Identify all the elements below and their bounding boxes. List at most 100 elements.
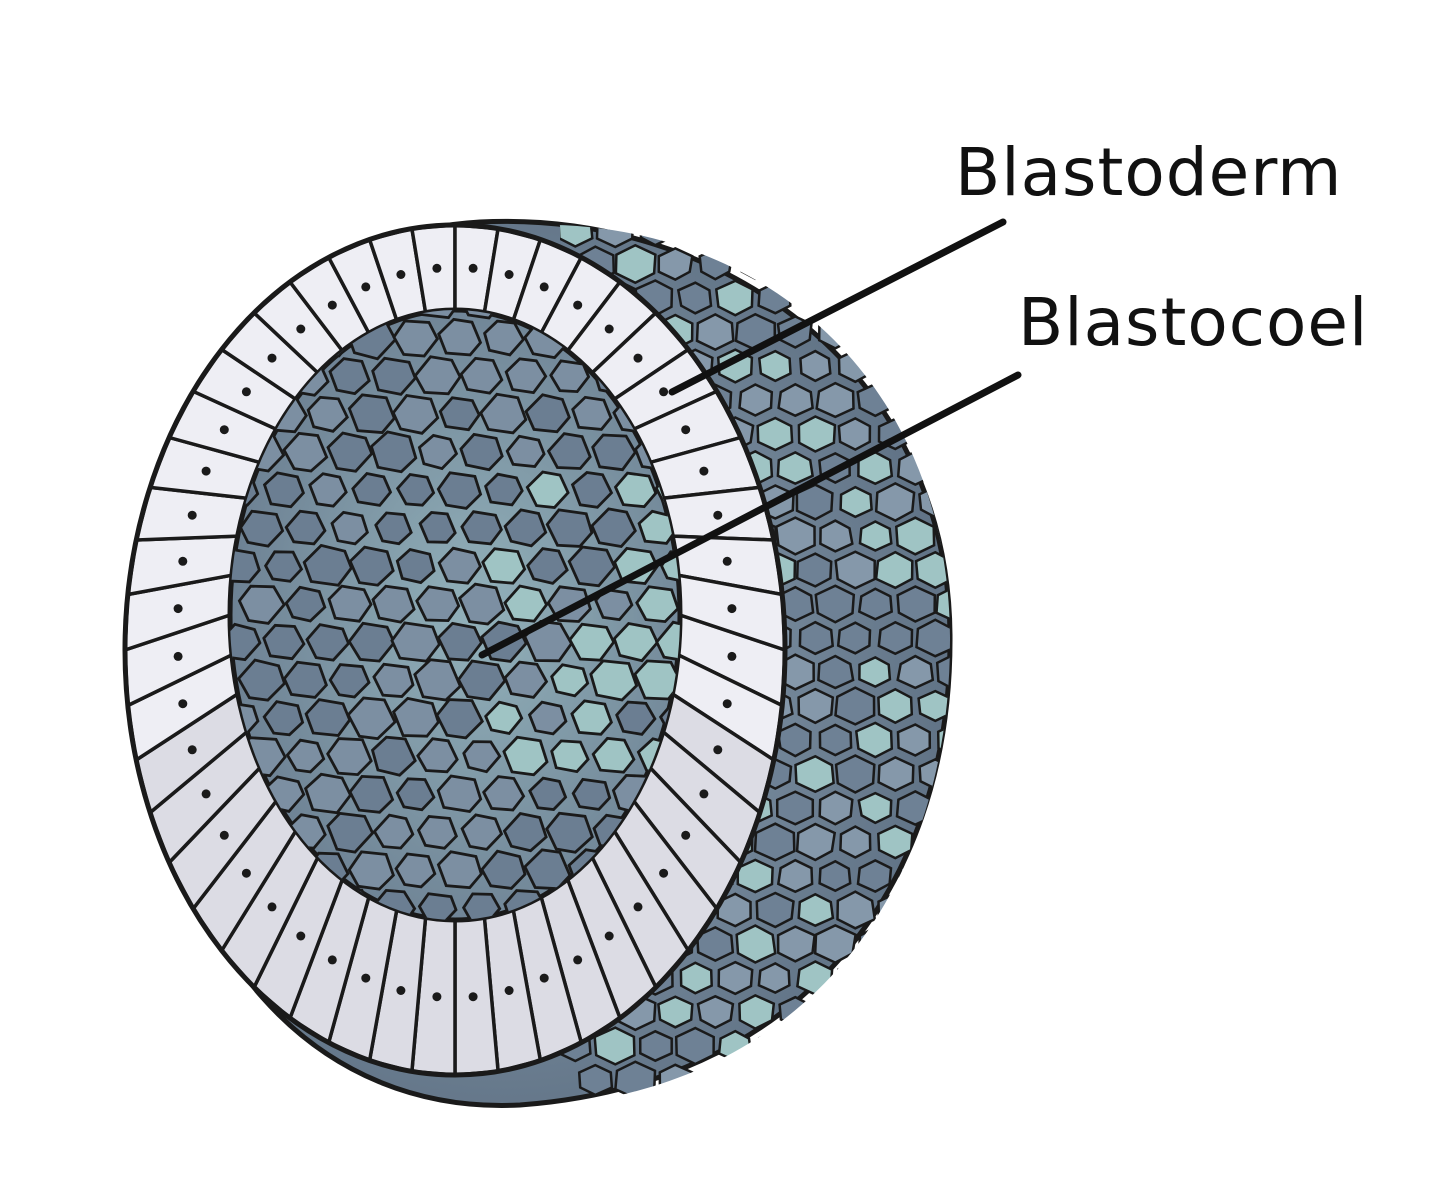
- cavity-cell: [459, 356, 504, 395]
- cell-nucleus: [713, 510, 723, 520]
- cell-nucleus: [573, 955, 583, 965]
- surface-cell: [834, 686, 876, 726]
- surface-cell: [918, 824, 950, 860]
- surface-cell: [778, 247, 811, 281]
- cavity-cell: [394, 852, 437, 889]
- surface-cell: [897, 1063, 933, 1097]
- cavity-cell: [263, 550, 304, 583]
- surface-cell: [739, 247, 771, 281]
- cavity-cell: [480, 849, 527, 890]
- cell-nucleus: [633, 353, 643, 363]
- surface-cell: [836, 890, 877, 930]
- surface-cell: [837, 959, 876, 997]
- cavity-cell: [528, 776, 568, 811]
- surface-cell: [813, 924, 857, 964]
- cavity-cell: [372, 813, 415, 850]
- surface-cell: [936, 1061, 950, 1099]
- surface-cell: [614, 243, 657, 285]
- surface-cell: [778, 995, 813, 1029]
- cell-nucleus: [296, 324, 306, 334]
- surface-cell: [834, 550, 876, 590]
- cell-nucleus: [699, 789, 709, 799]
- cavity-cell: [327, 584, 373, 623]
- cavity-cell: [550, 739, 590, 774]
- surface-cell: [838, 1029, 873, 1063]
- blastoderm-label: Blastoderm: [955, 134, 1343, 211]
- cavity-cell: [613, 471, 658, 509]
- cell-nucleus: [604, 931, 614, 941]
- cell-nucleus: [504, 986, 514, 995]
- cavity-cell: [435, 698, 485, 740]
- surface-cell: [816, 993, 855, 1031]
- surface-cell: [639, 224, 674, 247]
- cavity-cell: [436, 621, 484, 662]
- surface-cell: [794, 754, 835, 794]
- cavity-cell: [591, 433, 637, 472]
- surface-cell: [814, 584, 856, 624]
- surface-cell: [836, 621, 872, 655]
- cavity-cell: [484, 700, 524, 736]
- surface-cell: [674, 224, 715, 250]
- surface-cell: [817, 314, 854, 350]
- cavity-cell: [571, 395, 613, 431]
- surface-cell: [657, 995, 694, 1029]
- surface-cell: [857, 587, 894, 621]
- cavity-cell: [483, 472, 524, 507]
- surface-cell: [913, 278, 950, 318]
- surface-cell: [896, 585, 937, 623]
- cell-nucleus: [187, 745, 197, 755]
- cavity-cell: [635, 585, 680, 624]
- cavity-cell: [284, 509, 327, 546]
- cavity-cell: [546, 432, 592, 470]
- blastoderm-cell-ring: [122, 222, 788, 1078]
- cavity-cell: [589, 659, 639, 702]
- surface-cell: [917, 689, 950, 723]
- cavity-cell: [591, 736, 636, 774]
- cavity-cell: [590, 507, 637, 549]
- surface-cell: [797, 892, 835, 928]
- cavity-cell: [285, 738, 326, 774]
- cavity-cell: [525, 470, 570, 509]
- cavity-cell: [369, 430, 418, 474]
- surface-cell: [757, 349, 792, 383]
- cavity-cell: [416, 737, 459, 774]
- cavity-cell: [374, 511, 413, 546]
- surface-cell: [595, 224, 634, 249]
- surface-cell: [658, 1063, 694, 1097]
- surface-cell: [714, 279, 754, 317]
- cavity-cell: [306, 395, 349, 433]
- cavity-cell: [481, 547, 527, 585]
- cavity-cell: [230, 547, 261, 584]
- surface-cell: [736, 858, 774, 894]
- cavity-cell: [418, 511, 457, 544]
- cavity-cell: [262, 700, 305, 737]
- cell-nucleus: [681, 830, 691, 840]
- cavity-cell: [302, 543, 353, 587]
- cavity-cell: [372, 662, 415, 698]
- cavity-cell: [503, 584, 549, 623]
- cell-nucleus: [201, 466, 211, 476]
- cavity-cell: [395, 472, 436, 507]
- surface-cell: [757, 281, 792, 315]
- surface-cell: [896, 993, 936, 1031]
- surface-cell: [877, 224, 914, 247]
- surface-cell: [915, 224, 950, 250]
- cell-nucleus: [573, 300, 583, 310]
- cavity-cell: [308, 472, 348, 508]
- surface-cell: [835, 224, 876, 250]
- surface-cell: [896, 449, 935, 486]
- surface-cell: [679, 961, 713, 995]
- surface-cell: [757, 961, 791, 994]
- cell-nucleus: [659, 868, 669, 878]
- surface-cell: [738, 383, 774, 417]
- surface-cell: [798, 620, 835, 656]
- surface-cell: [857, 791, 893, 825]
- cavity-cell: [526, 547, 569, 585]
- cavity-cell: [391, 696, 440, 738]
- surface-cell: [774, 516, 816, 556]
- surface-cell: [877, 620, 914, 656]
- cell-nucleus: [722, 556, 732, 566]
- cavity-cell: [502, 735, 549, 777]
- cavity-cell: [371, 584, 416, 624]
